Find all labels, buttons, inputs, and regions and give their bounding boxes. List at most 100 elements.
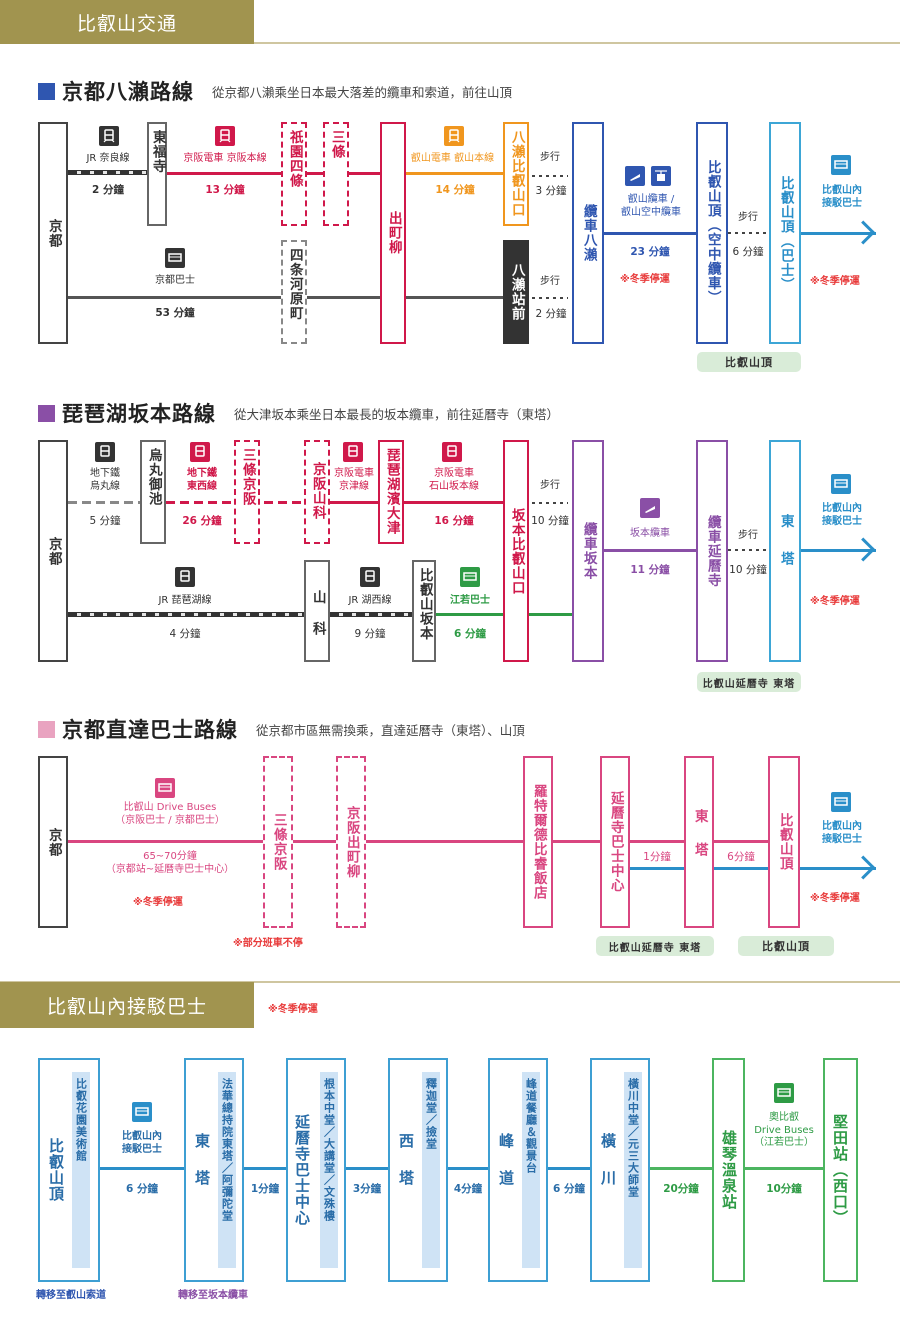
eizan-line — [400, 172, 504, 175]
station-cable-yase[interactable]: 纜車八瀨 — [572, 122, 604, 344]
jr-biwako-label: JR 琵琶湖線 — [158, 595, 212, 606]
banner-rule — [254, 42, 900, 44]
bus-stop-bus-center[interactable]: 延曆寺巴士中心 根本中堂／大講堂／文殊樓 — [286, 1058, 346, 1282]
section2-title: 琵琶湖坂本路線 — [62, 401, 216, 426]
bus-stop-katata[interactable]: 堅田站（西口） — [823, 1058, 858, 1282]
seg-time-2: 1分鐘 — [250, 1183, 280, 1195]
area-label-todo-2: 比叡山延曆寺 東塔 — [596, 936, 714, 956]
station-karasuma-oike[interactable]: 烏丸御池 — [140, 440, 166, 544]
station-sanjo[interactable]: 三條 — [323, 122, 349, 226]
walk-label-5: 步行 — [738, 530, 758, 541]
station-summit-ropeway[interactable]: 比叡山頂（空中纜車） — [696, 122, 728, 344]
station-sanjo-keihan-2[interactable]: 三條京阪 — [234, 440, 260, 544]
station-gion-shijo[interactable]: 祇園四條 — [281, 122, 307, 226]
seg-time-4: 4分鐘 — [453, 1183, 483, 1195]
station-sanjo-keihan-3[interactable]: 三條京阪 — [263, 756, 293, 928]
inner-shuttle-label: 比叡山內接駁巴士 — [122, 1131, 162, 1155]
station-cable-sakamoto[interactable]: 纜車坂本 — [572, 440, 604, 662]
walk-time-2: 2 分鐘 — [535, 308, 567, 320]
keihan-ishiyama-time: 16 分鐘 — [434, 515, 474, 527]
station-todo-2[interactable]: 東塔 — [769, 440, 801, 662]
train-icon — [442, 442, 462, 462]
station-sakamoto-hieizanguchi[interactable]: 坂本比叡山口 — [503, 440, 529, 662]
jr-nara-line — [68, 170, 148, 175]
sakamoto-cable-label: 坂本纜車 — [630, 528, 670, 539]
walk-time-5: 10 分鐘 — [729, 564, 767, 576]
inner-bus-winter-note: ※冬季停運 — [268, 1004, 318, 1015]
station-summit-bus[interactable]: 比叡山頂（巴士） — [769, 122, 801, 344]
bus-stop-ogoto-onsen[interactable]: 雄琴溫泉站 — [712, 1058, 745, 1282]
bus-icon — [155, 778, 175, 798]
station-tofukuji[interactable]: 東福寺 — [147, 122, 167, 226]
shuttle-seg-2 — [244, 1167, 286, 1170]
train-icon — [360, 567, 380, 587]
shuttle-label-3: 比叡山內接駁巴士 — [822, 821, 862, 845]
station-demachiyanagi[interactable]: 出町柳 — [380, 122, 406, 344]
sakamoto-cable-line — [603, 549, 697, 552]
keihan-keishin-label: 京阪電車京津線 — [334, 468, 374, 492]
shuttle-seg-7 — [745, 1167, 823, 1170]
subway-karasuma-label: 地下鐵烏丸線 — [90, 468, 120, 492]
walk-line-4 — [532, 502, 568, 504]
bus-stop-yokawa[interactable]: 橫川 橫川中堂／元三大師堂 — [590, 1058, 650, 1282]
keihan-ishiyama-line — [404, 501, 504, 504]
train-icon — [444, 126, 464, 146]
station-keihan-yamashina[interactable]: 京阪山科 — [304, 440, 330, 544]
seg-time-5: 6 分鐘 — [553, 1183, 585, 1195]
bus-stop-summit[interactable]: 比叡山頂 比叡花園美術館 — [38, 1058, 100, 1282]
main-banner-title: 比叡山交通 — [76, 12, 177, 35]
area-label-summit-2: 比叡山頂 — [738, 936, 834, 956]
jr-kosei-line — [330, 612, 412, 617]
bus-stop-saito[interactable]: 西塔 釋迦堂／撿堂 — [388, 1058, 448, 1282]
walk-label-4: 步行 — [540, 480, 560, 491]
station-biwako-hamaotsu[interactable]: 琵琶湖濱大津 — [378, 440, 404, 544]
train-icon — [343, 442, 363, 462]
station-enryakuji-bus-center[interactable]: 延曆寺巴士中心 — [600, 756, 630, 928]
transfer-ropeway-note: 轉移至叡山索道 — [36, 1290, 106, 1301]
station-shijo-kawaramachi[interactable]: 四条河原町 — [281, 240, 307, 344]
subway-karasuma-time: 5 分鐘 — [89, 515, 121, 527]
subway-tozai-time: 26 分鐘 — [182, 515, 222, 527]
drive-bus-label: 比叡山 Drive Buses（京阪巴士 / 京都巴士） — [115, 802, 225, 826]
inner-bus-banner-title: 比叡山內接駁巴士 — [46, 995, 207, 1018]
station-hotel-hieizan[interactable]: 羅特爾德比睿飯店 — [523, 756, 553, 928]
shuttle-arrow-1 — [800, 232, 876, 235]
station-kyoto-2[interactable]: 京都 — [38, 440, 68, 662]
jr-nara-time: 2 分鐘 — [92, 184, 124, 196]
bus-stop-minedo[interactable]: 峰道 峰道餐廳＆觀景台 — [488, 1058, 548, 1282]
inner-bus-banner: 比叡山內接駁巴士 — [0, 982, 254, 1028]
shuttle-winter-note-3: ※冬季停運 — [810, 893, 860, 904]
jr-nara-label: JR 奈良線 — [86, 153, 130, 164]
shuttle-arrow-3 — [800, 867, 876, 870]
station-keihan-demachiyanagi[interactable]: 京阪出町柳 — [336, 756, 366, 928]
bus-icon — [774, 1083, 794, 1103]
station-todo-3[interactable]: 東塔 — [684, 756, 714, 928]
keihan-keishin-line — [330, 501, 378, 504]
station-hieizan-sakamoto[interactable]: 比叡山坂本 — [412, 560, 436, 662]
bus-icon — [831, 474, 851, 494]
station-summit-3[interactable]: 比叡山頂 — [768, 756, 800, 928]
station-yase-ekimae[interactable]: 八瀨站前 — [503, 240, 529, 344]
station-yamashina[interactable]: 山科 — [304, 560, 330, 662]
train-icon — [99, 126, 119, 146]
keihan-ishiyama-label: 京阪電車石山坂本線 — [429, 468, 479, 492]
walk-line-2 — [532, 297, 568, 299]
cable-car-icon — [625, 166, 645, 186]
station-yase-hieizanguchi[interactable]: 八瀨比叡山口 — [503, 122, 529, 226]
station-cable-enryakuji[interactable]: 纜車延曆寺 — [696, 440, 728, 662]
station-kyoto-3[interactable]: 京都 — [38, 756, 68, 928]
kyoto-bus-label: 京都巴士 — [155, 275, 195, 286]
jr-kosei-time: 9 分鐘 — [354, 628, 386, 640]
station-kyoto-1[interactable]: 京都 — [38, 122, 68, 344]
bus-icon — [132, 1102, 152, 1122]
section3-desc: 從京都市區無需換乘，直達延曆寺（東塔）、山頂 — [256, 722, 525, 738]
ejaku-bus-label: 江若巴士 — [450, 595, 490, 606]
train-icon — [215, 126, 235, 146]
walk-time-1: 3 分鐘 — [535, 185, 567, 197]
seg-time-3: 3分鐘 — [352, 1183, 382, 1195]
section1-color-square — [38, 82, 55, 100]
bus-stop-todo[interactable]: 東塔 法華總持院東塔／阿彌陀堂 — [184, 1058, 244, 1282]
area-label-todo-1: 比叡山延曆寺 東塔 — [697, 672, 801, 692]
section2-color-square — [38, 404, 55, 422]
main-banner: 比叡山交通 — [0, 0, 254, 44]
